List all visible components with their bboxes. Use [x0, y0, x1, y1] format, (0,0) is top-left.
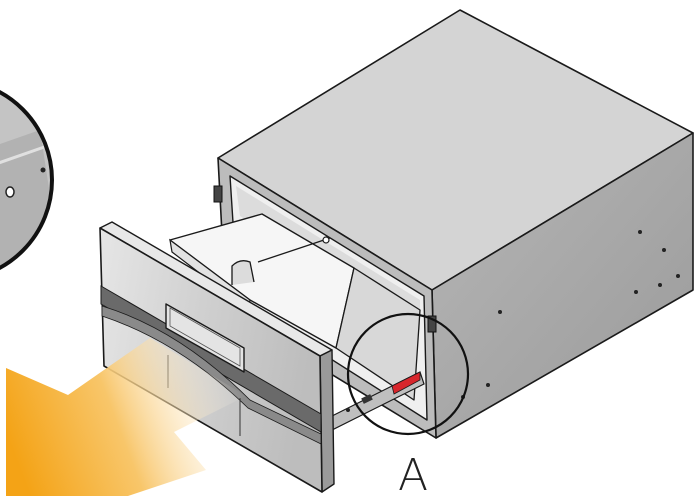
- magnified-detail-view: [0, 90, 54, 280]
- side-screw-holes: [461, 230, 680, 399]
- callout-label-a: A: [398, 450, 428, 496]
- drawer-slide-rail: [327, 371, 425, 431]
- drawer-front-panel: [99, 221, 335, 493]
- drawer-tub: [169, 213, 421, 401]
- detail-callout-circle: [346, 312, 470, 436]
- pull-out-arrow-icon: [6, 338, 246, 496]
